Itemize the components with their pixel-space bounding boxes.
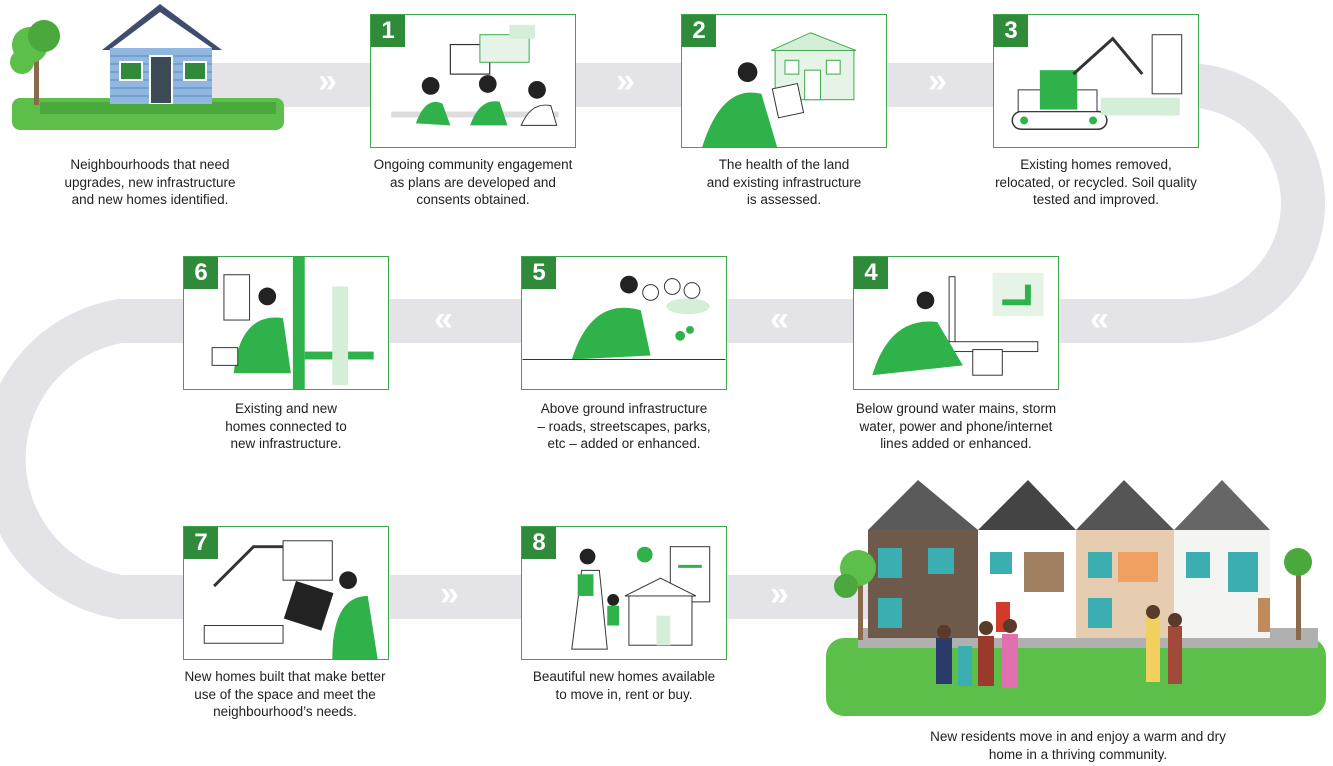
backward-arrow: « <box>770 300 789 338</box>
step-6-caption: Existing and new homes connected to new … <box>225 401 347 451</box>
step-number-badge: 2 <box>682 15 716 47</box>
step-5-card: 5 <box>521 256 727 390</box>
step-3-caption: Existing homes removed, relocated, or re… <box>995 157 1197 207</box>
pipe-connection-illustration <box>211 257 374 389</box>
step-number-badge: 4 <box>854 257 888 289</box>
backward-arrow: « <box>1090 300 1109 338</box>
start-house-illustration <box>0 0 300 140</box>
step-6-card: 6 <box>183 256 389 390</box>
step-8-card: 8 <box>521 526 727 660</box>
step-3-card: 3 <box>993 14 1199 148</box>
step-number-badge: 6 <box>184 257 218 289</box>
end-caption: New residents move in and enjoy a warm a… <box>930 729 1226 762</box>
step-1-card: 1 <box>370 14 576 148</box>
forward-arrow: » <box>616 62 635 100</box>
step-7-caption: New homes built that make better use of … <box>184 669 386 719</box>
land-assessment-illustration <box>702 32 857 147</box>
step-2-caption: The health of the land and existing infr… <box>706 157 862 207</box>
forward-arrow: » <box>318 62 337 100</box>
community-meeting-illustration <box>391 24 559 126</box>
family-new-home-illustration <box>571 546 711 650</box>
step-number-badge: 7 <box>184 527 218 559</box>
step-number-badge: 5 <box>522 257 556 289</box>
forward-arrow: » <box>440 575 459 613</box>
excavator-illustration <box>1011 34 1183 131</box>
streetscape-illustration <box>522 275 726 360</box>
forward-arrow: » <box>928 62 947 100</box>
step-4-caption: Below ground water mains, storm water, p… <box>855 401 1057 451</box>
step-7-card: 7 <box>183 526 389 660</box>
step-8-caption: Beautiful new homes available to move in… <box>532 669 716 702</box>
backward-arrow: « <box>434 300 453 338</box>
step-1-caption: Ongoing community engagement as plans ar… <box>373 157 573 207</box>
step-2-card: 2 <box>681 14 887 148</box>
construction-illustration <box>203 540 378 659</box>
forward-arrow: » <box>770 575 789 613</box>
step-5-caption: Above ground infrastructure – roads, str… <box>537 401 711 451</box>
step-4-card: 4 <box>853 256 1059 390</box>
underground-pipes-illustration <box>872 272 1044 376</box>
end-street-illustration <box>818 468 1333 718</box>
step-number-badge: 3 <box>994 15 1028 47</box>
step-number-badge: 8 <box>522 527 556 559</box>
step-number-badge: 1 <box>371 15 405 47</box>
start-caption: Neighbourhoods that need upgrades, new i… <box>64 157 236 207</box>
